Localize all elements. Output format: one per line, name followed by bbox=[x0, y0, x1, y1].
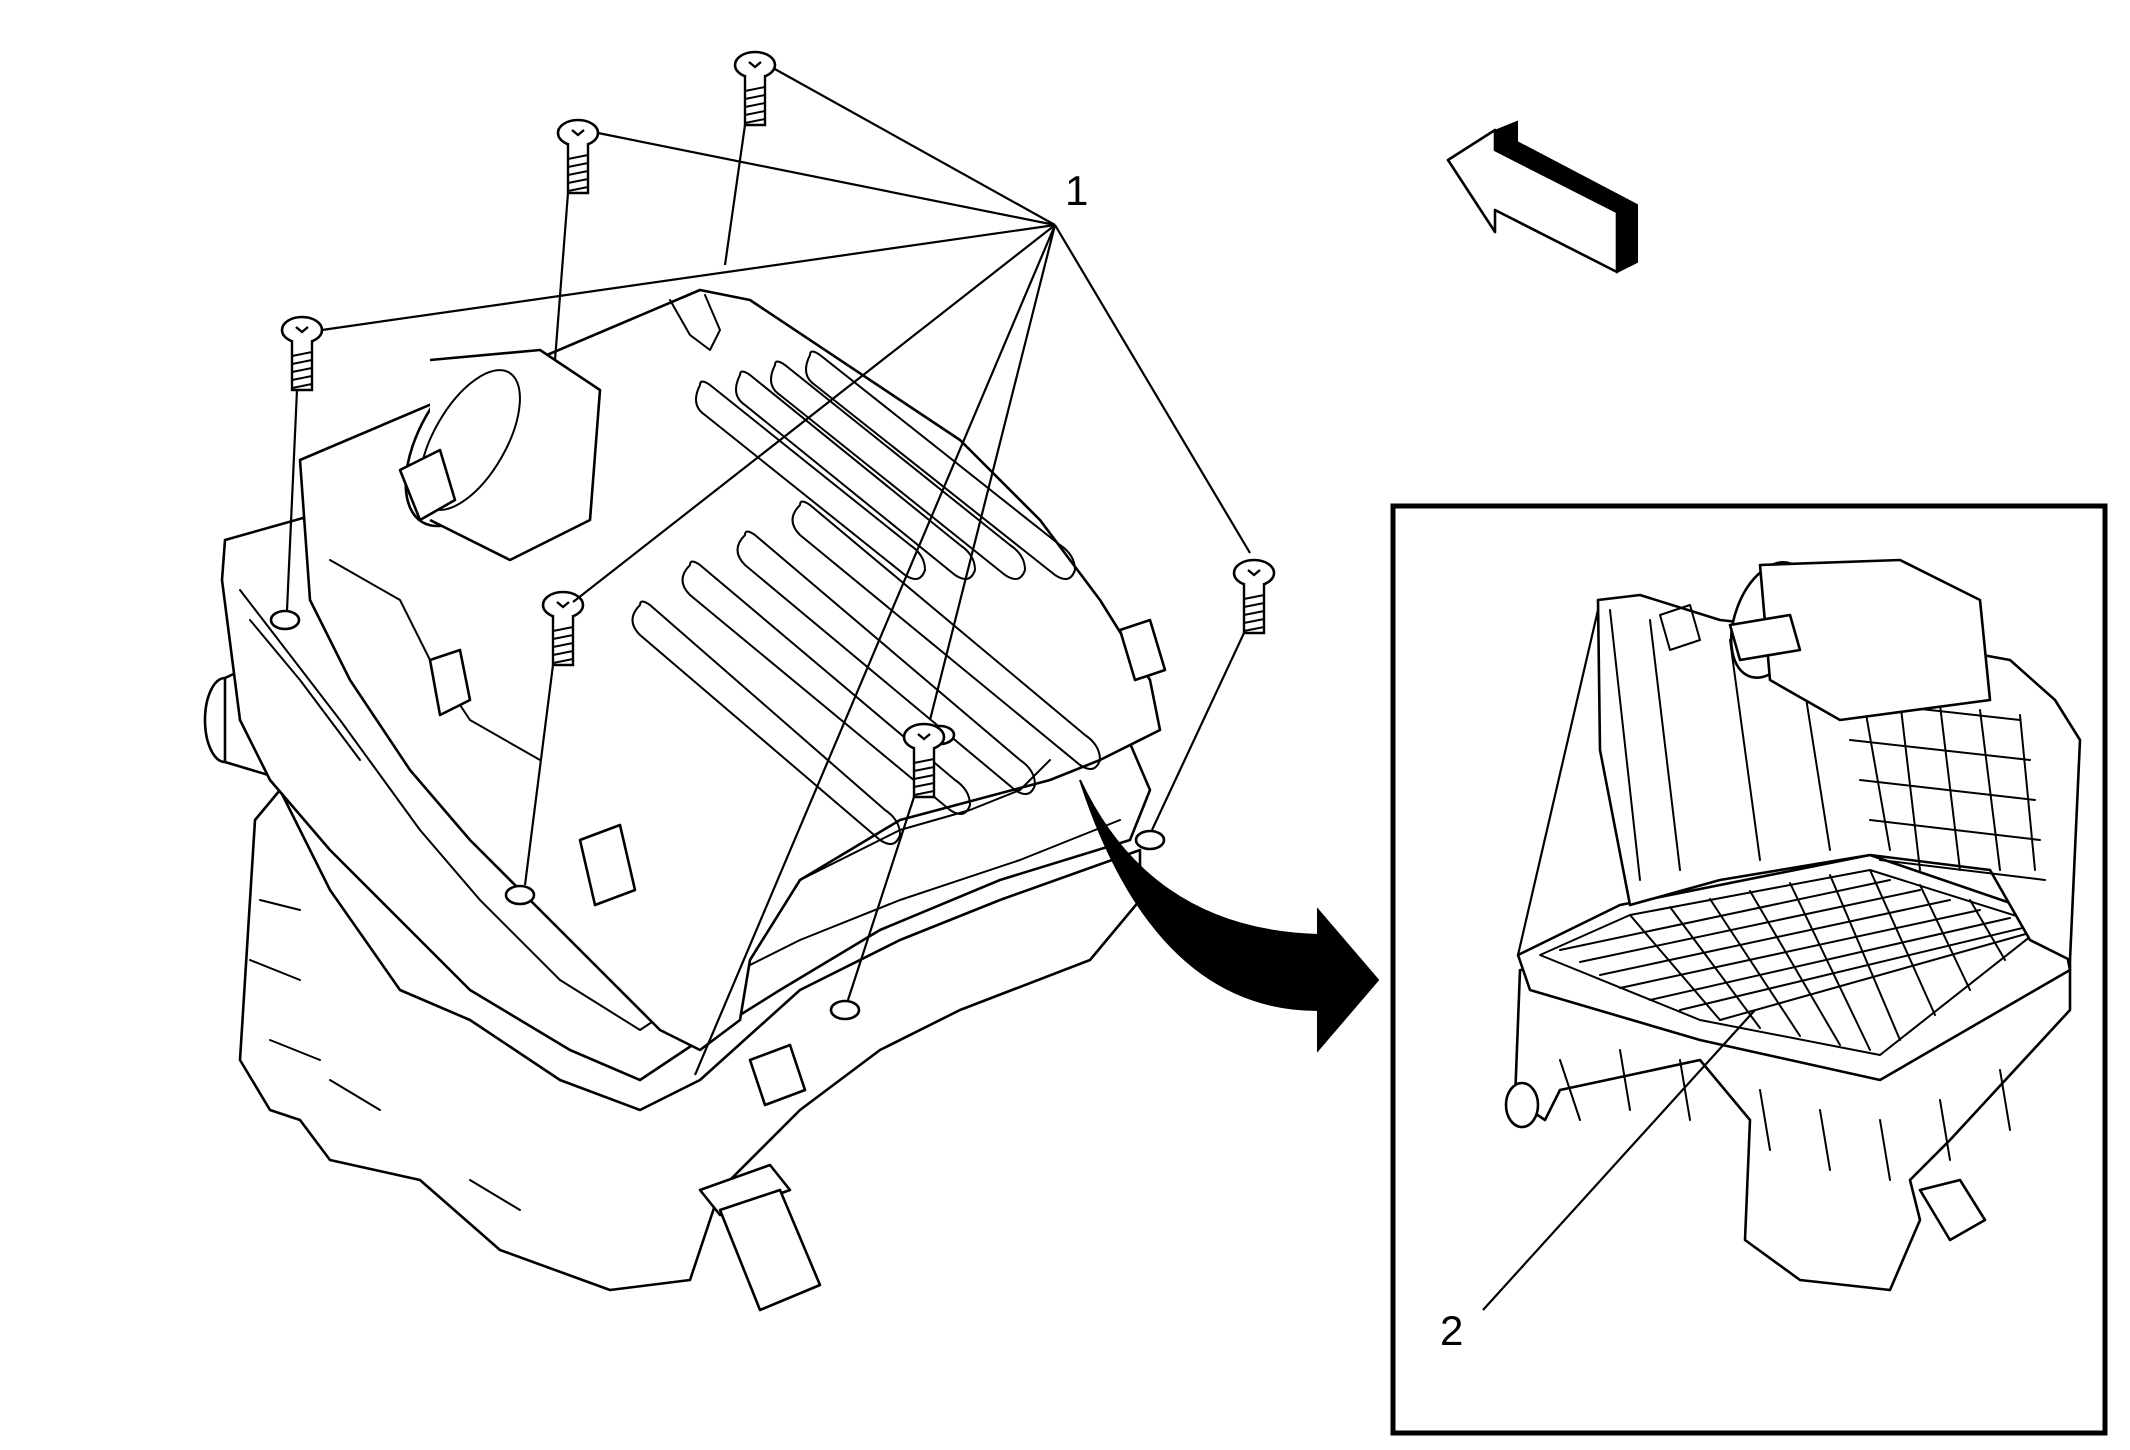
air-cleaner-housing bbox=[203, 288, 1167, 1312]
bolt-alignment-lines bbox=[285, 124, 1245, 1001]
callout-1-label: 1 bbox=[1065, 167, 1088, 214]
curved-arrow-icon bbox=[1079, 779, 1380, 1053]
callout-2-label: 2 bbox=[1440, 1307, 1463, 1354]
housing-clips bbox=[428, 618, 1167, 1312]
callout-2-leader bbox=[1482, 1009, 1756, 1311]
front-direction-arrow-icon bbox=[1446, 120, 1638, 274]
intake-duct bbox=[398, 348, 602, 562]
detail-inset bbox=[1390, 503, 2108, 1436]
lid-ribs bbox=[631, 350, 1101, 845]
callout-1-leaders bbox=[321, 67, 1251, 1076]
